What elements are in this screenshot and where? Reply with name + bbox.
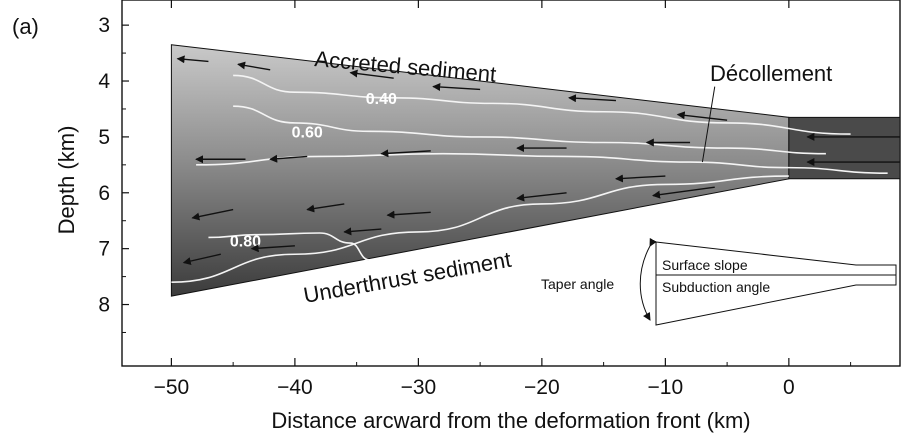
subduction-angle-label: Subduction angle	[662, 279, 770, 295]
inset-wedge	[655, 241, 897, 326]
x-tick-label: −30	[401, 376, 437, 399]
flow-arrow	[269, 154, 308, 163]
x-tick-label: 0	[783, 376, 795, 399]
flow-arrow	[386, 210, 431, 219]
flow-arrow	[191, 208, 234, 221]
porosity-contour-line	[233, 74, 851, 135]
porosity-contour-line	[196, 152, 888, 175]
flow-arrow	[349, 69, 394, 79]
flow-arrow	[250, 244, 295, 253]
porosity-contours: 0.400.600.80	[171, 74, 888, 283]
y-axis-title: Depth (km)	[54, 126, 79, 235]
flow-arrow	[676, 111, 728, 121]
porosity-contour-line	[233, 105, 826, 155]
axis-ticks: −50 −40 −30 −20 −10 0 3 4 5 6 7 8	[98, 0, 852, 399]
porosity-contour-line	[171, 175, 789, 283]
flow-arrow	[237, 61, 271, 71]
flow-arrow	[568, 94, 617, 103]
flow-arrow	[652, 186, 715, 199]
taper-inset: Surface slope Subduction angle Taper ang…	[541, 237, 897, 326]
y-tick-label: 7	[98, 238, 110, 261]
flow-arrow	[432, 83, 481, 92]
flow-arrow	[516, 192, 567, 202]
y-tick-label: 3	[98, 14, 110, 37]
flow-arrow	[176, 55, 209, 64]
flow-arrow	[614, 174, 666, 183]
flow-arrow	[380, 149, 431, 158]
surface-slope-label: Surface slope	[662, 257, 748, 273]
x-tick-label: −20	[524, 376, 560, 399]
y-tick-label: 8	[98, 294, 110, 317]
decollement-label: Décollement	[710, 61, 832, 86]
porosity-contour-line	[208, 232, 370, 261]
contour-label: 0.60	[292, 124, 323, 141]
decollement-leader-line	[701, 86, 716, 163]
y-tick-label: 6	[98, 182, 110, 205]
plot-frame	[121, 0, 901, 367]
flow-arrows	[176, 55, 900, 265]
x-tick-label: −40	[277, 376, 313, 399]
flow-arrow	[182, 253, 221, 265]
incoming-sediment	[788, 116, 901, 180]
flow-arrow	[343, 227, 382, 236]
flow-arrow	[306, 203, 345, 213]
contour-label: 0.40	[366, 91, 397, 108]
y-tick-label: 5	[98, 126, 110, 149]
y-tick-label: 4	[98, 70, 110, 93]
x-tick-label: −50	[154, 376, 190, 399]
panel-label: (a)	[12, 14, 39, 39]
taper-angle-label: Taper angle	[541, 276, 614, 292]
taper-angle-arc	[639, 237, 657, 321]
x-axis-title: Distance arcward from the deformation fr…	[271, 408, 750, 433]
x-tick-label: −10	[648, 376, 684, 399]
